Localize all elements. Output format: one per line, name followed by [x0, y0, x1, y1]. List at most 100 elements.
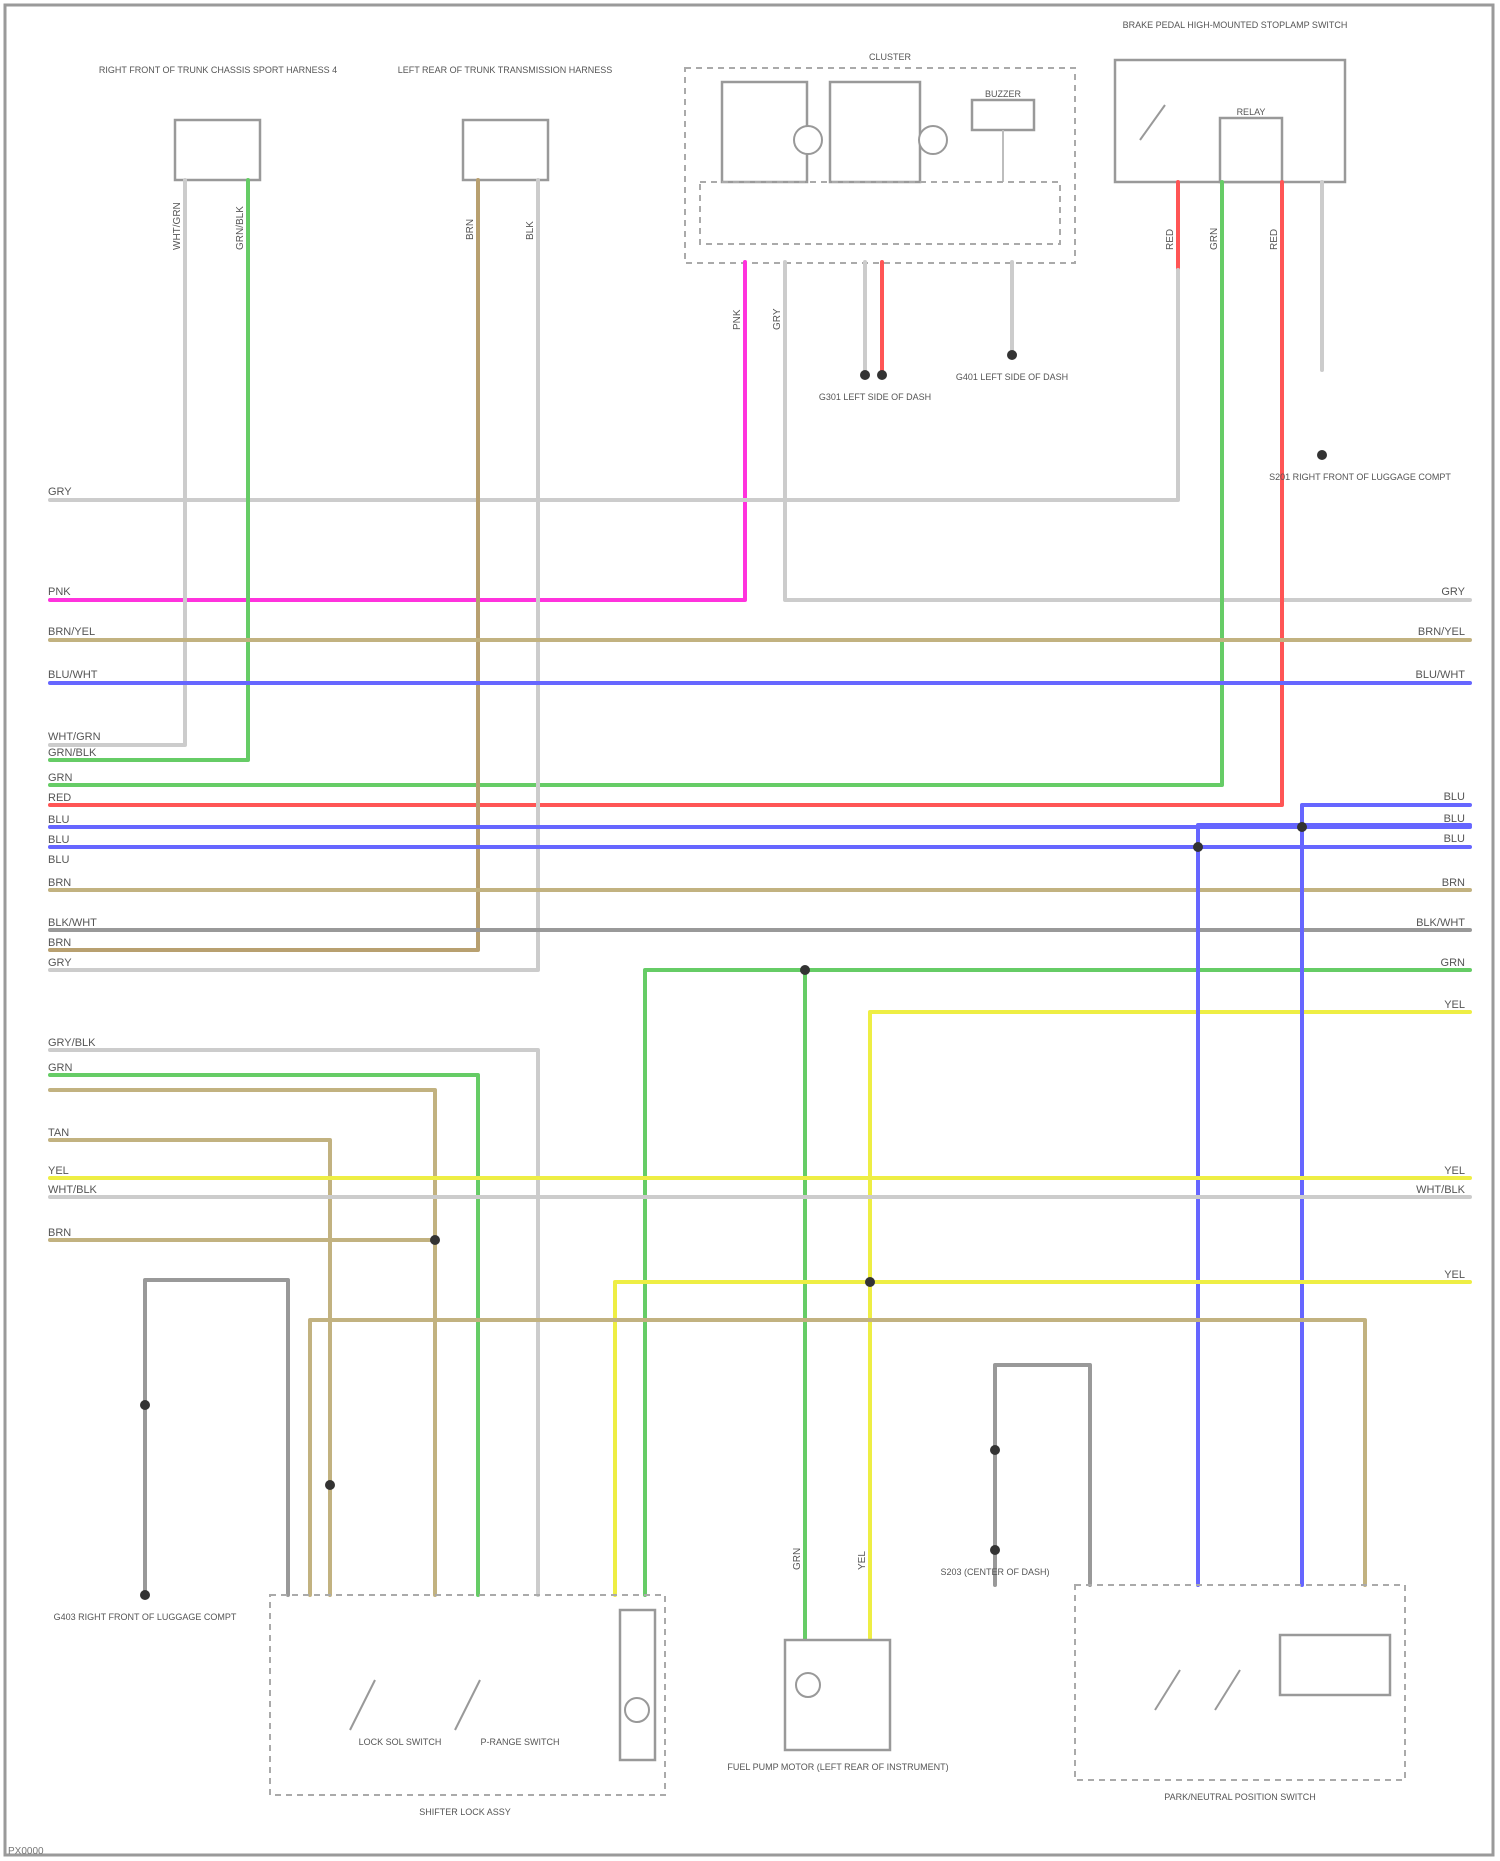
brake-switch-label: BRAKE PEDAL HIGH-MOUNTED STOPLAMP SWITCH	[1123, 20, 1348, 30]
wire-label: BRN/YEL	[48, 626, 95, 638]
brake-switch: BRAKE PEDAL HIGH-MOUNTED STOPLAMP SWITCH…	[1115, 20, 1347, 182]
ground-g301: G301 LEFT SIDE OF DASH	[819, 370, 931, 402]
wire-red-long	[50, 182, 1282, 805]
wire-label: GRN/BLK	[48, 747, 97, 759]
buzzer-icon	[972, 100, 1034, 130]
cluster: CLUSTER BUZZER	[685, 52, 1075, 263]
fuel-pump-label: FUEL PUMP MOTOR (LEFT REAR OF INSTRUMENT…	[727, 1762, 948, 1772]
wire-label: WHT/GRN	[48, 731, 101, 743]
wire-label: BLU	[48, 854, 69, 866]
wire-gray	[50, 1050, 538, 1595]
solenoid-icon	[625, 1698, 649, 1722]
wire-label: RED	[1269, 229, 1280, 250]
wire-label: BLU/WHT	[1416, 669, 1466, 681]
wire-tan	[50, 1090, 435, 1595]
wire-label: BRN	[1442, 877, 1465, 889]
figure-id: PX0000	[8, 1846, 44, 1857]
splice-s201-label: S201 RIGHT FRONT OF LUGGAGE COMPT	[1269, 472, 1451, 482]
wire-label: BRN/YEL	[1418, 626, 1465, 638]
wire-yellow	[615, 1282, 1470, 1595]
switch-contact-icon	[1215, 1670, 1240, 1710]
wire-gray-long	[50, 270, 1178, 500]
splice-s201: S201 RIGHT FRONT OF LUGGAGE COMPT	[1269, 450, 1451, 482]
ground-g401-label: G401 LEFT SIDE OF DASH	[956, 372, 1068, 382]
relay-label: RELAY	[1237, 107, 1266, 117]
wire-dark-gray	[145, 1280, 288, 1595]
wire-label: WHT/BLK	[48, 1184, 98, 1196]
wire-label: BLU	[48, 834, 69, 846]
wire-label: GRY	[772, 308, 783, 330]
switch-contact-icon	[455, 1680, 480, 1730]
left-sensor-label: RIGHT FRONT OF TRUNK CHASSIS SPORT HARNE…	[99, 65, 337, 75]
wire-gray	[50, 180, 538, 970]
park-neutral-switch: PARK/NEUTRAL POSITION SWITCH	[1075, 1585, 1405, 1802]
wire-label: BLU	[1444, 813, 1465, 825]
splice-dot	[325, 1480, 335, 1490]
wire-label: BLK/WHT	[48, 917, 97, 929]
wire-label: PNK	[48, 586, 71, 598]
splice-dot	[865, 1277, 875, 1287]
wire-label: RED	[48, 792, 71, 804]
wire-label: YEL	[857, 1551, 868, 1570]
wire-dark-gray	[995, 1365, 1090, 1585]
cluster-label: CLUSTER	[869, 52, 912, 62]
wire-label: YEL	[1444, 999, 1465, 1011]
splice-dot	[430, 1235, 440, 1245]
park-neutral-label: PARK/NEUTRAL POSITION SWITCH	[1164, 1792, 1316, 1802]
wire-label: PNK	[732, 309, 743, 330]
wire-pink	[50, 262, 745, 600]
left-sensor: RIGHT FRONT OF TRUNK CHASSIS SPORT HARNE…	[99, 65, 337, 180]
park-switch-label: P-RANGE SWITCH	[480, 1737, 559, 1747]
wire-label: BRN	[48, 1227, 71, 1239]
wire-label: GRY/BLK	[48, 1037, 96, 1049]
wire-blue	[1198, 825, 1470, 1585]
wire-label: YEL	[1444, 1165, 1465, 1177]
shifter-module-label: SHIFTER LOCK ASSY	[419, 1807, 511, 1817]
wire-label: BRN	[48, 937, 71, 949]
switch-contact-icon	[350, 1680, 375, 1730]
wire-label: BLK/WHT	[1416, 917, 1465, 929]
wire-label: YEL	[48, 1165, 69, 1177]
wire-label: BRN	[48, 877, 71, 889]
wire-tan	[310, 1320, 1365, 1595]
wire-label: BLU	[1444, 791, 1465, 803]
wire-yellow	[870, 1012, 1470, 1640]
motor-icon	[796, 1673, 820, 1697]
wire-label: GRY	[1441, 586, 1465, 598]
wire-label: BLU/WHT	[48, 669, 98, 681]
wire-label: BLU	[1444, 833, 1465, 845]
splice-dot	[990, 1445, 1000, 1455]
center-sensor-label: LEFT REAR OF TRUNK TRANSMISSION HARNESS	[398, 65, 613, 75]
ground-g301-label: G301 LEFT SIDE OF DASH	[819, 392, 931, 402]
wire-label: GRN	[1209, 228, 1220, 250]
center-sensor: LEFT REAR OF TRUNK TRANSMISSION HARNESS	[398, 65, 613, 180]
shifter-module: LOCK SOL SWITCH P-RANGE SWITCH SHIFTER L…	[270, 1595, 665, 1817]
wire-label: GRN	[48, 1062, 73, 1074]
buzzer-label: BUZZER	[985, 89, 1022, 99]
wire-label: WHT/GRN	[172, 202, 183, 250]
splice-s203-label: S203 (CENTER OF DASH)	[940, 1567, 1049, 1577]
ground-g403-label: G403 RIGHT FRONT OF LUGGAGE COMPT	[54, 1612, 237, 1622]
wire-label: GRN	[1441, 957, 1466, 969]
lock-switch-label: LOCK SOL SWITCH	[359, 1737, 442, 1747]
wire-label: GRN/BLK	[235, 206, 246, 250]
splice-dot	[1193, 842, 1203, 852]
wire-green	[50, 1075, 478, 1595]
fuel-pump-motor: FUEL PUMP MOTOR (LEFT REAR OF INSTRUMENT…	[727, 1640, 948, 1772]
wire-label: BLK	[525, 221, 536, 240]
wire-label: GRY	[48, 486, 72, 498]
wire-label: GRY	[48, 957, 72, 969]
wire-olive	[50, 180, 478, 950]
splice-dot	[800, 965, 810, 975]
ground-g401: G401 LEFT SIDE OF DASH	[956, 350, 1068, 382]
gauge-icon	[794, 126, 822, 154]
ground-g403: G403 RIGHT FRONT OF LUGGAGE COMPT	[54, 1590, 237, 1622]
wire-gray	[50, 180, 185, 745]
wire-label: BRN	[465, 219, 476, 240]
splice-dot	[1297, 822, 1307, 832]
gauge-icon	[919, 126, 947, 154]
wire-label: RED	[1165, 229, 1176, 250]
wire-label: GRN	[792, 1548, 803, 1570]
switch-contact-icon	[1155, 1670, 1180, 1710]
